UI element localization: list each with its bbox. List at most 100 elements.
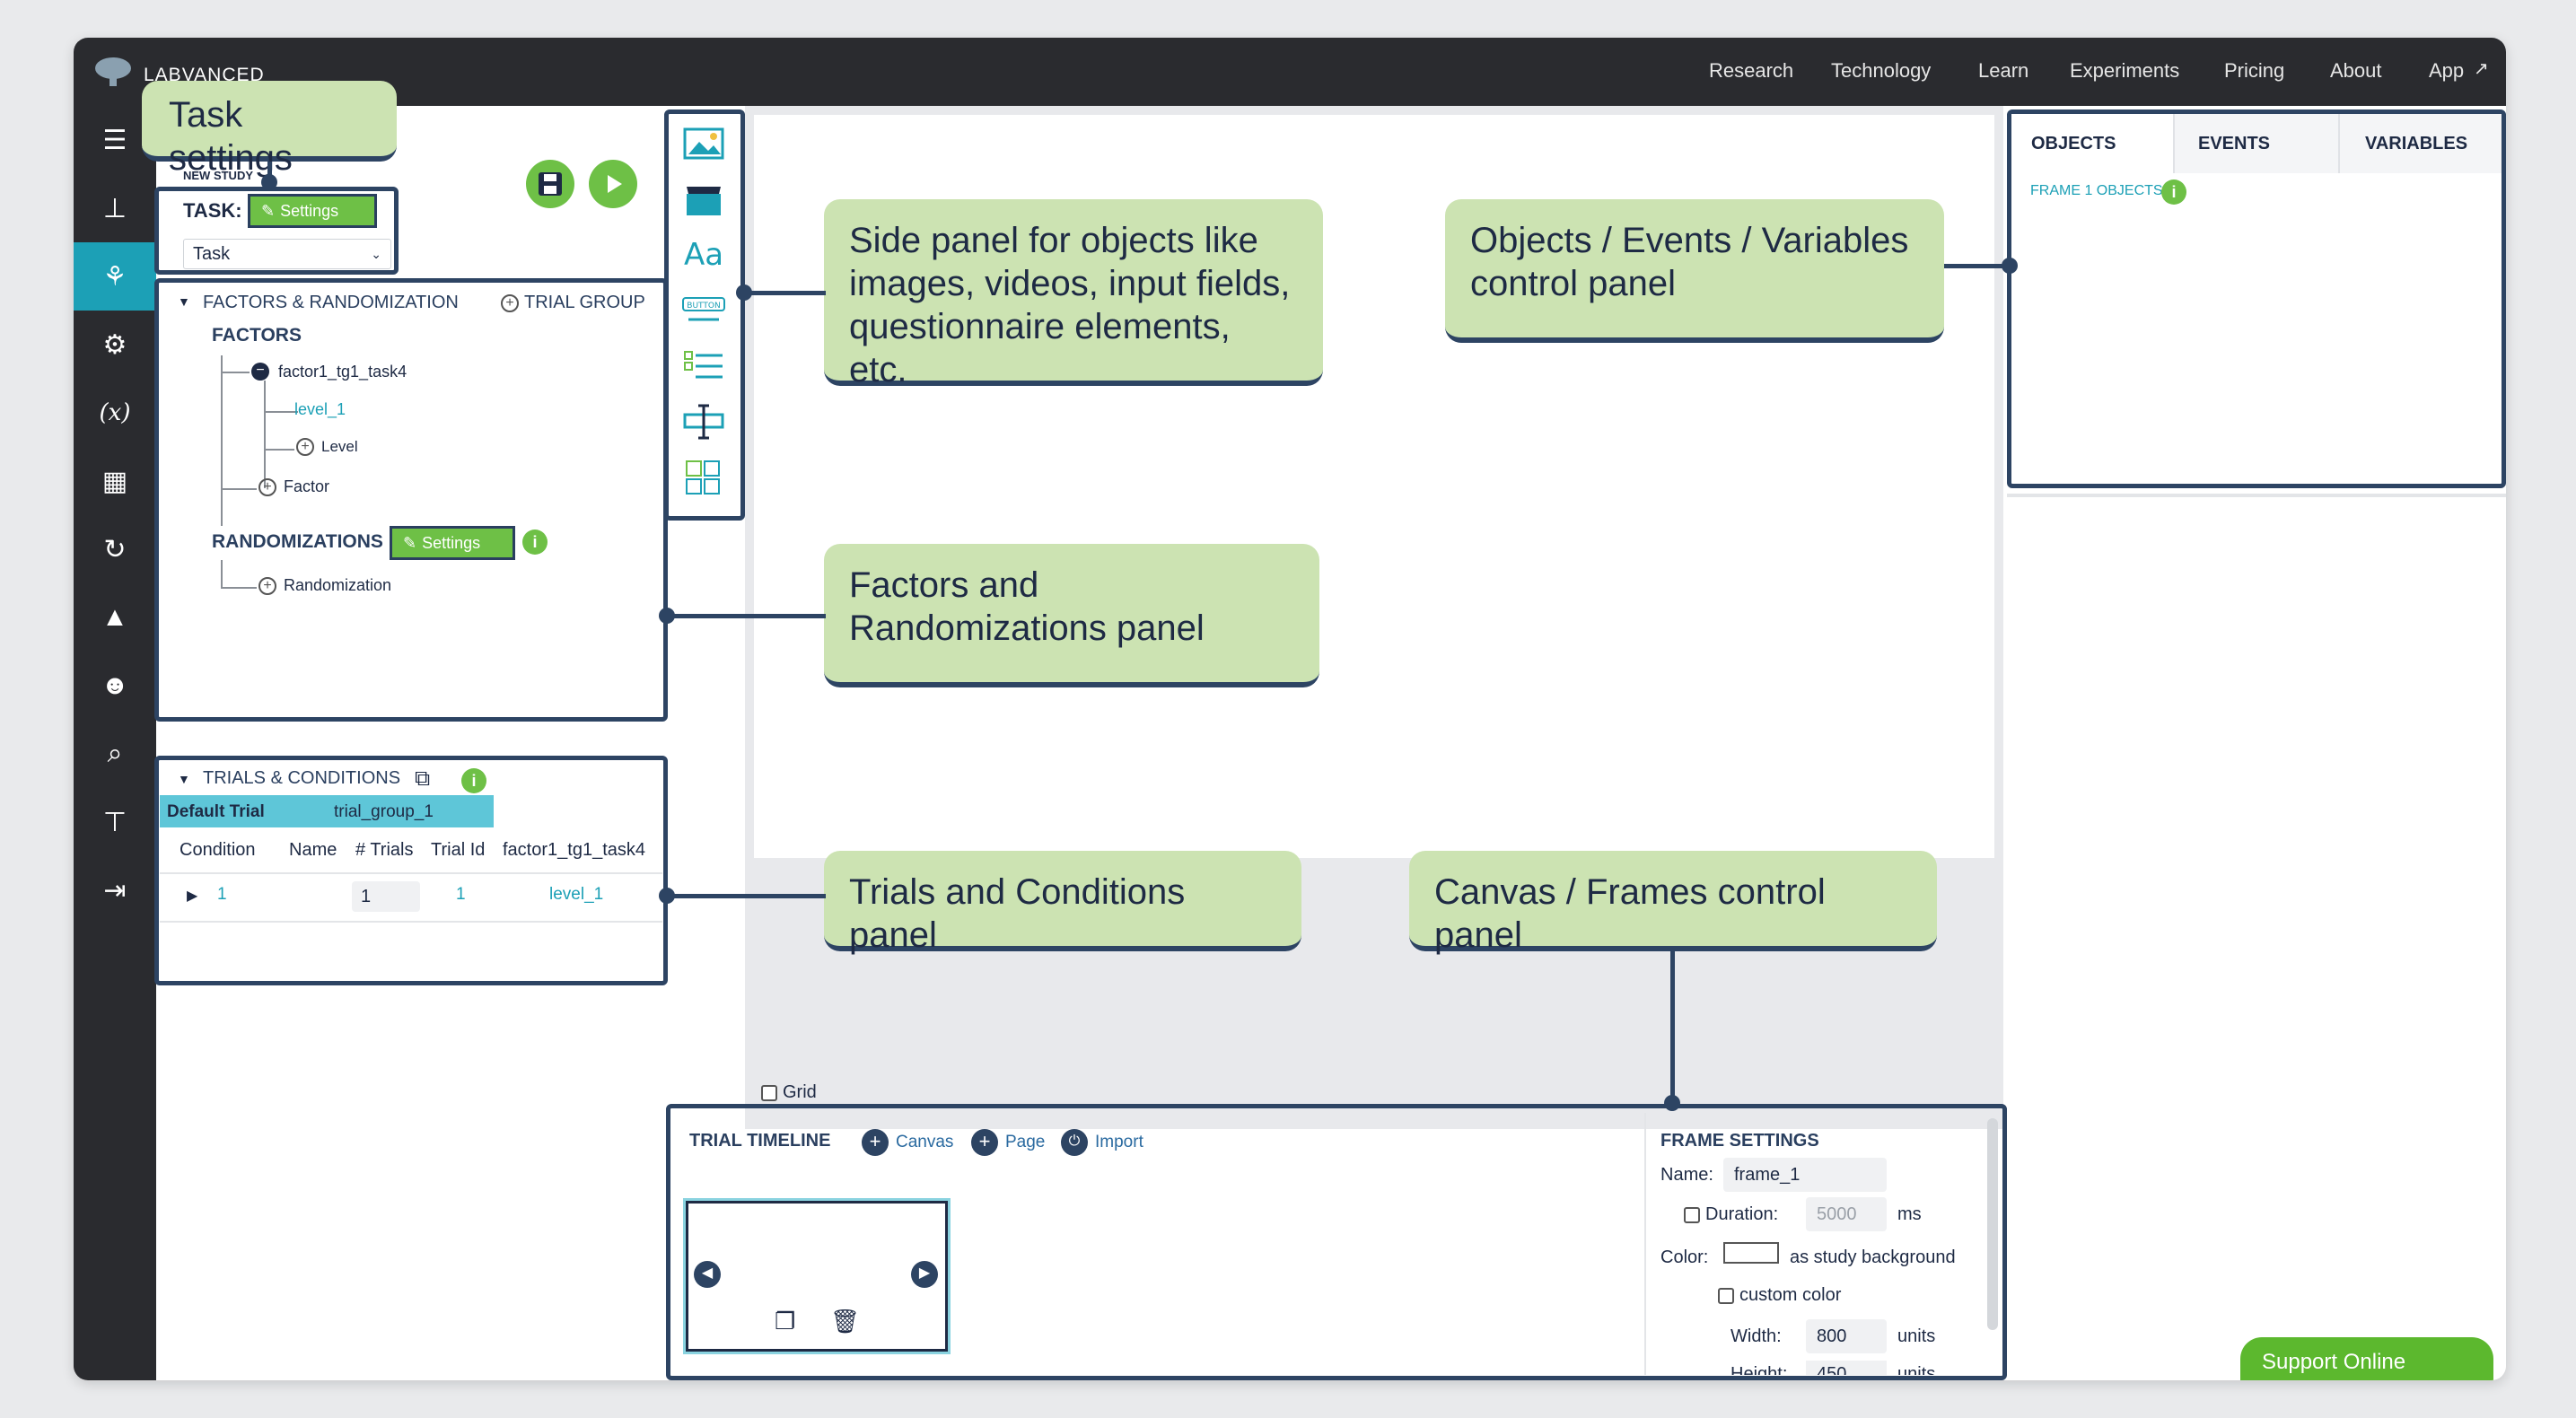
task-label: TASK: <box>183 199 242 222</box>
grid-checkbox[interactable] <box>761 1084 777 1101</box>
duration-input[interactable]: 5000 <box>1806 1197 1887 1231</box>
collapse-triangle-icon[interactable]: ▼ <box>178 772 190 786</box>
custom-color-checkbox[interactable] <box>1718 1287 1734 1304</box>
connector-dot <box>1664 1095 1680 1111</box>
add-level-button[interactable]: + Level <box>296 438 358 456</box>
width-input[interactable]: 800 <box>1806 1319 1887 1353</box>
top-navbar: LABVANCED Research Technology Learn Expe… <box>74 38 2506 106</box>
connector <box>1944 264 2011 268</box>
info-icon[interactable]: i <box>2161 179 2186 205</box>
gear-icon[interactable]: ⚙ <box>102 329 127 360</box>
connector <box>668 894 826 898</box>
connector-dot <box>2002 258 2018 274</box>
callout-trials-conditions: Trials and Conditions panel <box>824 851 1301 955</box>
duration-toggle[interactable]: Duration: <box>1684 1204 1778 1225</box>
color-label: Color: <box>1660 1247 1709 1267</box>
support-online-button[interactable]: Support Online <box>2240 1337 2493 1380</box>
open-external-icon[interactable]: ⧉ <box>415 766 431 791</box>
copy-icon[interactable]: ❐ <box>775 1308 796 1335</box>
task-select[interactable]: Task ⌄ <box>183 239 391 269</box>
network-icon[interactable]: ⊤ <box>102 807 127 837</box>
info-icon[interactable]: i <box>461 768 486 793</box>
scrollbar[interactable] <box>1987 1118 1998 1330</box>
task-settings-button[interactable]: ✎Settings <box>248 194 377 228</box>
table-row[interactable]: ▶ 1 1 1 level_1 <box>160 880 662 915</box>
timeline-title: TRIAL TIMELINE <box>689 1131 831 1151</box>
connector-dot <box>659 608 675 624</box>
nav-technology[interactable]: Technology <box>1831 59 1932 82</box>
frame-name-input[interactable]: frame_1 <box>1723 1158 1887 1192</box>
list-tool-icon[interactable] <box>675 341 732 391</box>
clapper-icon[interactable]: ▦ <box>101 466 128 496</box>
collapse-triangle-icon[interactable]: ▼ <box>178 294 190 309</box>
save-button[interactable] <box>526 160 574 208</box>
add-randomization-button[interactable]: + Randomization <box>258 576 391 595</box>
brain-icon[interactable]: ⚘ <box>74 242 156 311</box>
image-tool-icon[interactable] <box>675 118 732 169</box>
frame-thumbnail[interactable]: ◀ ▶ ❐ 🗑 <box>683 1198 951 1354</box>
variable-icon[interactable]: (x) <box>99 399 131 426</box>
nav-learn[interactable]: Learn <box>1978 59 2029 82</box>
tree-line <box>221 560 223 587</box>
tree-line <box>264 381 266 488</box>
trash-icon[interactable]: 🗑 <box>830 1308 861 1335</box>
sitemap-icon[interactable]: ⊥ <box>102 193 127 223</box>
custom-color-toggle[interactable]: custom color <box>1718 1285 1841 1306</box>
nav-about[interactable]: About <box>2330 59 2382 82</box>
duration-checkbox[interactable] <box>1684 1206 1700 1223</box>
info-icon[interactable]: i <box>522 530 548 555</box>
svg-text:BUTTON: BUTTON <box>687 302 720 311</box>
height-input[interactable]: 450 <box>1806 1361 1887 1375</box>
randomization-settings-button[interactable]: ✎Settings <box>390 526 515 560</box>
text-tool-icon[interactable]: Aa <box>683 237 724 273</box>
users-icon[interactable]: ☻ <box>101 670 129 700</box>
connector <box>267 162 272 181</box>
video-tool-icon[interactable] <box>675 174 732 224</box>
trials-header: TRIALS & CONDITIONS <box>203 768 401 788</box>
refresh-icon[interactable]: ↻ <box>103 534 127 565</box>
add-page-button[interactable]: + Page <box>971 1129 1045 1156</box>
tab-events[interactable]: EVENTS <box>2177 114 2340 173</box>
nav-experiments[interactable]: Experiments <box>2070 59 2180 82</box>
expand-triangle-icon[interactable]: ▶ <box>187 888 198 904</box>
grid-tool-icon[interactable] <box>675 452 732 503</box>
num-trials-input[interactable]: 1 <box>352 881 420 912</box>
nav-research[interactable]: Research <box>1709 59 1794 82</box>
trials-table-header: Condition Name # Trials Trial Id factor1… <box>180 840 645 860</box>
color-swatch[interactable] <box>1723 1242 1779 1264</box>
frame-name-label: Name: <box>1660 1165 1713 1185</box>
add-factor-button[interactable]: + Factor <box>258 477 329 496</box>
import-button[interactable]: ⏻ Import <box>1061 1129 1143 1156</box>
factor-name[interactable]: factor1_tg1_task4 <box>278 363 407 381</box>
minus-circle-icon[interactable]: − <box>251 363 269 381</box>
level-name[interactable]: level_1 <box>294 400 346 418</box>
callout-objects-events-variables: Objects / Events / Variables control pan… <box>1445 199 1944 343</box>
move-right-icon[interactable]: ▶ <box>911 1261 938 1288</box>
connector <box>1670 951 1675 1104</box>
tree-line <box>264 411 298 413</box>
tree-line <box>221 488 257 490</box>
tab-objects[interactable]: OBJECTS <box>2011 114 2175 173</box>
button-tool-icon[interactable]: BUTTON <box>675 285 732 336</box>
tab-variables[interactable]: VARIABLES <box>2365 133 2468 153</box>
add-canvas-button[interactable]: + Canvas <box>862 1129 953 1156</box>
layers-icon[interactable]: ☰ <box>102 125 127 155</box>
trials-conditions-panel <box>154 756 668 985</box>
input-tool-icon[interactable] <box>675 397 732 447</box>
default-trial-row[interactable]: Default Trial trial_group_1 <box>160 795 494 827</box>
grid-toggle[interactable]: Grid <box>761 1082 817 1103</box>
exit-icon[interactable]: ⇥ <box>103 875 127 906</box>
add-trial-group-button[interactable]: + TRIAL GROUP <box>501 293 645 313</box>
nav-pricing[interactable]: Pricing <box>2224 59 2285 82</box>
run-button[interactable] <box>589 160 637 208</box>
tree-line <box>221 587 257 589</box>
connector <box>745 291 826 295</box>
rocket-icon[interactable]: ▲ <box>101 602 128 632</box>
nav-app[interactable]: App <box>2429 59 2465 82</box>
tree-line <box>264 449 294 451</box>
external-link-icon: ↗ <box>2474 59 2489 79</box>
callout-canvas-frames: Canvas / Frames control panel <box>1409 851 1937 955</box>
callout-task-settings: Task settings <box>142 81 397 178</box>
move-left-icon[interactable]: ◀ <box>694 1261 721 1288</box>
magnifier-icon[interactable]: ⌕ <box>107 739 123 768</box>
